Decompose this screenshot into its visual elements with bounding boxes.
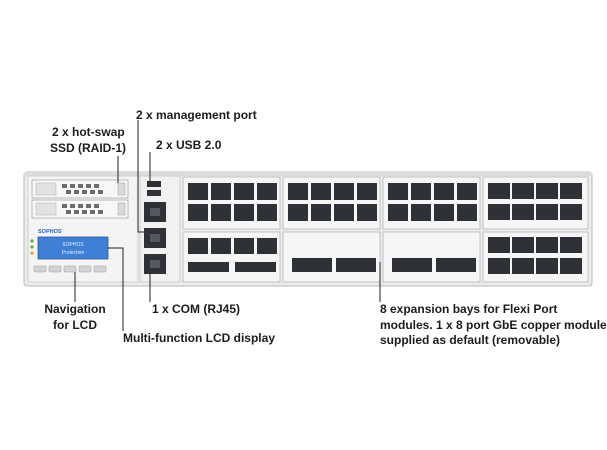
mgmt-port-label: 2 x management port <box>136 108 257 122</box>
lcd-leader <box>108 247 124 331</box>
bays-label-line1: 8 expansion bays for Flexi Port <box>380 302 558 316</box>
expansion-bay-1 <box>182 176 281 230</box>
bays-label-line2: modules. 1 x 8 port GbE copper module <box>380 318 607 332</box>
nav-label-line2: for LCD <box>53 318 97 332</box>
ssd-label-line2: SSD (RAID-1) <box>50 141 127 155</box>
lcd-display-label: Multi-function LCD display <box>123 331 275 345</box>
expansion-bays <box>182 176 589 283</box>
chassis-top-edge <box>24 172 592 176</box>
lcd-text-line2: Protection <box>62 250 85 256</box>
lcd-navigation-buttons <box>33 265 107 273</box>
usb-port-1 <box>147 181 161 187</box>
usb-label: 2 x USB 2.0 <box>156 138 222 152</box>
expansion-bay-7 <box>382 231 481 283</box>
expansion-bay-3 <box>382 176 481 230</box>
expansion-bay-4 <box>482 176 589 230</box>
lcd-text-line1: SOPHOS <box>62 242 84 248</box>
nav-label-line1: Navigation <box>44 302 106 316</box>
usb-port-2 <box>147 190 161 196</box>
status-leds <box>30 239 34 255</box>
ssd-label-line1: 2 x hot-swap <box>52 125 125 139</box>
ssd-bay-1 <box>31 179 129 199</box>
mgmt-port-leader <box>137 120 144 233</box>
expansion-bay-6 <box>282 231 381 283</box>
expansion-bay-5 <box>182 231 281 283</box>
expansion-bay-2 <box>282 176 381 230</box>
expansion-bay-8 <box>482 231 589 283</box>
com-label: 1 x COM (RJ45) <box>152 302 241 316</box>
brand-logo: SOPHOS <box>38 229 62 235</box>
ssd-bay-2 <box>31 199 129 219</box>
bays-label-line3: supplied as default (removable) <box>380 333 561 347</box>
